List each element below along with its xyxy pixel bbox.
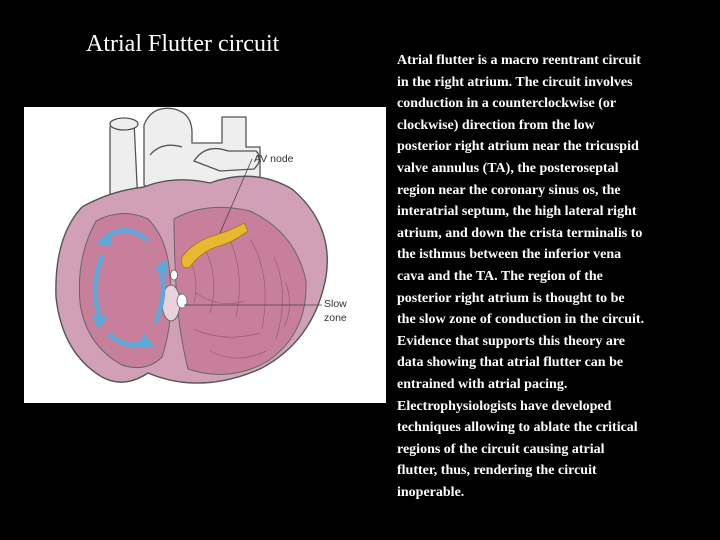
body-line: entrained with atrial pacing.	[397, 376, 568, 392]
small-oval	[170, 269, 178, 281]
slow-zone-label-line2: zone	[324, 312, 347, 324]
body-line: regions of the circuit causing atrial	[397, 441, 605, 457]
coronary-sinus-os	[176, 293, 188, 309]
heart-diagram: AV node Slow zone	[24, 107, 386, 403]
body-line: techniques allowing to ablate the critic…	[397, 420, 638, 436]
body-line: region near the coronary sinus os, the	[397, 182, 621, 198]
body-line: valve annulus (TA), the posteroseptal	[397, 160, 619, 176]
body-line: the slow zone of conduction in the circu…	[397, 312, 645, 328]
arrow-heads	[92, 231, 168, 347]
body-line: conduction in a counterclockwise (or	[397, 96, 617, 112]
body-text: Atrial flutter is a macro reentrant circ…	[397, 50, 717, 503]
av-node-leader	[219, 158, 253, 234]
body-line: in the right atrium. The circuit involve…	[397, 74, 633, 90]
body-line: Atrial flutter is a macro reentrant circ…	[397, 53, 641, 68]
trabeculae	[187, 232, 290, 359]
body-line: clockwise) direction from the low	[397, 117, 595, 133]
body-line: posterior right atrium near the tricuspi…	[397, 139, 639, 155]
right-atrium-chamber	[78, 213, 172, 369]
slide-title: Atrial Flutter circuit	[86, 31, 280, 57]
body-line: inoperable.	[397, 484, 465, 500]
body-line: interatrial septum, the high lateral rig…	[397, 204, 637, 220]
av-node-label: AV node	[254, 153, 294, 165]
body-line: data showing that atrial flutter can be	[397, 355, 624, 371]
body-line: flutter, thus, rendering the circuit	[397, 463, 597, 479]
body-line: Electrophysiologists have developed	[397, 398, 612, 414]
av-node	[181, 222, 249, 269]
body-line: Evidence that supports this theory are	[397, 333, 626, 349]
body-line: atrium, and down the crista terminalis t…	[397, 225, 643, 241]
slow-zone-label-line1: Slow	[324, 298, 347, 310]
body-line: the isthmus between the inferior vena	[397, 247, 622, 263]
body-line: cava and the TA. The region of the	[397, 268, 603, 284]
body-line: posterior right atrium is thought to be	[397, 290, 625, 306]
great-vessels	[109, 107, 261, 206]
